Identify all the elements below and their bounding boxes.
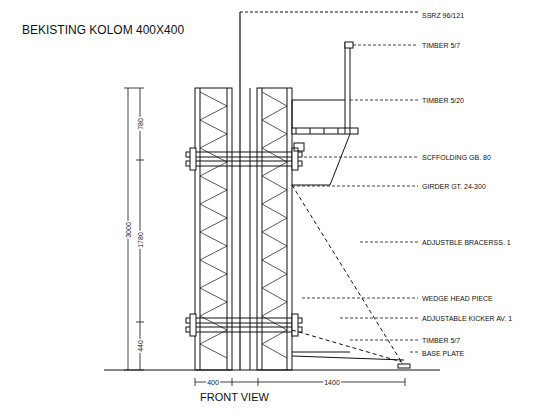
- dimension-text: 440: [137, 339, 144, 353]
- clamp: [186, 148, 302, 336]
- part-label: BASE PLATE: [422, 350, 464, 357]
- part-label: TIMBER 5/7: [422, 337, 460, 344]
- part-label: SCFFOLDING GB. 80: [422, 154, 491, 161]
- drawing-title: BEKISTING KOLOM 400X400: [22, 24, 184, 36]
- brace: [292, 185, 404, 366]
- scaffold-platform: [240, 12, 418, 185]
- leader-line: [292, 45, 418, 352]
- part-label: TIMBER 5/20: [422, 97, 464, 104]
- part-label: WEDGE HEAD PIECE: [422, 295, 493, 302]
- part-label: ADJUSTABLE KICKER AV. 1: [422, 315, 512, 322]
- girder: [195, 12, 292, 370]
- part-label: SSRZ 96/121: [422, 12, 464, 19]
- dimension-text: 3000: [125, 221, 132, 239]
- dimension-text: 1400: [323, 379, 341, 386]
- dimension-text: 780: [137, 117, 144, 131]
- base-plate: [292, 352, 410, 368]
- dimension-text: 400: [206, 379, 220, 386]
- part-label: GIRDER GT. 24-300: [422, 183, 486, 190]
- part-label: TIMBER 5/7: [422, 42, 460, 49]
- ground-line: [104, 370, 440, 371]
- view-caption: FRONT VIEW: [200, 392, 269, 403]
- part-label: ADJUSTBLE BRACERSS. 1: [422, 239, 511, 246]
- girder-lattice: [200, 92, 287, 358]
- dimension-text: 1780: [137, 231, 144, 249]
- dimension-line: [124, 88, 405, 386]
